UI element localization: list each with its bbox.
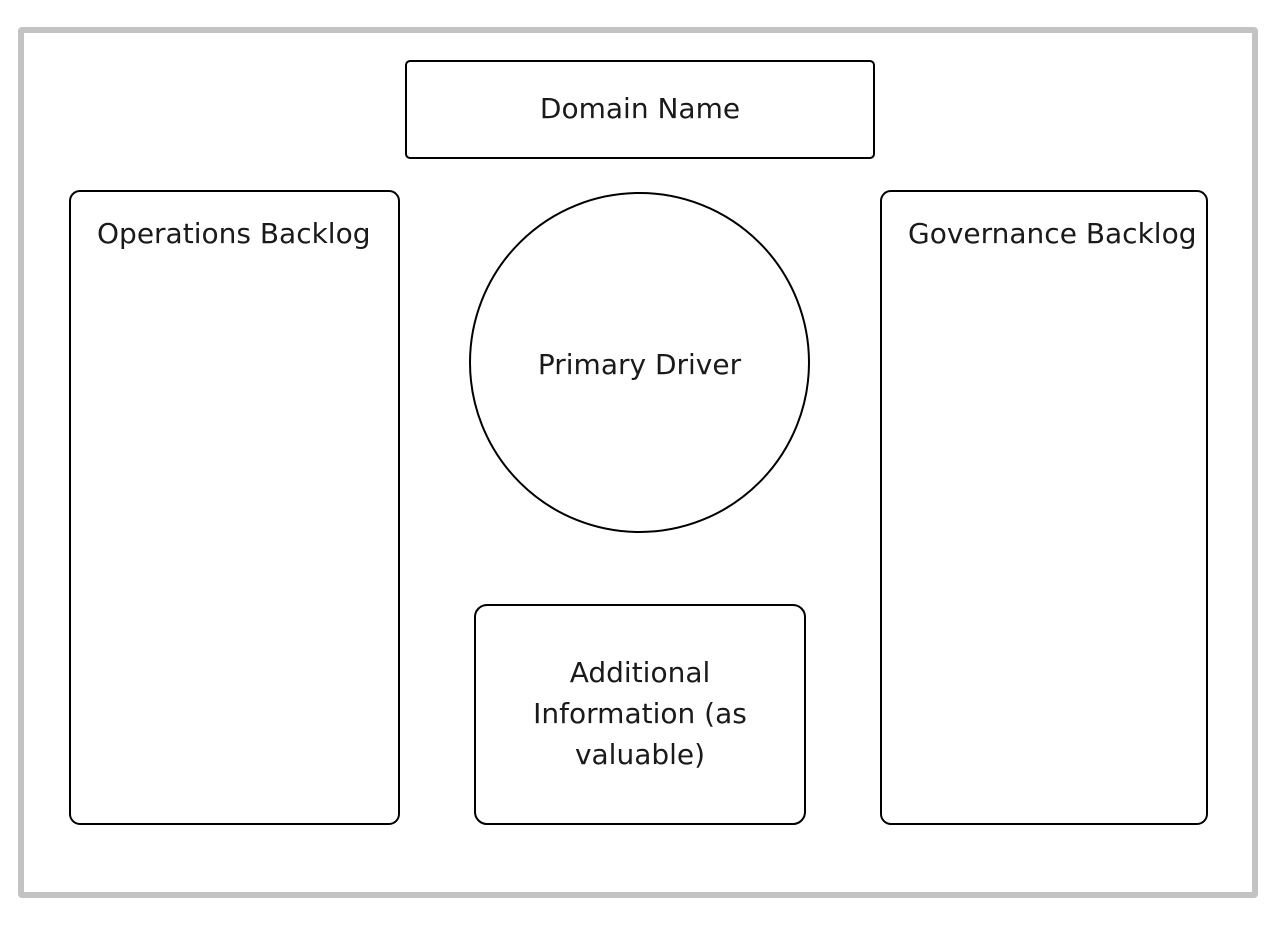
node-governance-backlog-label: Governance Backlog: [908, 217, 1197, 250]
node-primary-driver-label: Primary Driver: [537, 348, 742, 382]
node-domain-name[interactable]: Domain Name: [405, 60, 875, 159]
node-primary-driver[interactable]: Primary Driver: [469, 192, 810, 533]
node-governance-backlog[interactable]: Governance Backlog: [880, 190, 1208, 825]
node-additional-information-label: Additional Information (as valuable): [533, 656, 747, 771]
node-operations-backlog-label: Operations Backlog: [97, 217, 371, 250]
node-additional-information[interactable]: Additional Information (as valuable): [474, 604, 806, 825]
node-domain-name-label: Domain Name: [539, 92, 741, 126]
node-operations-backlog[interactable]: Operations Backlog: [69, 190, 400, 825]
